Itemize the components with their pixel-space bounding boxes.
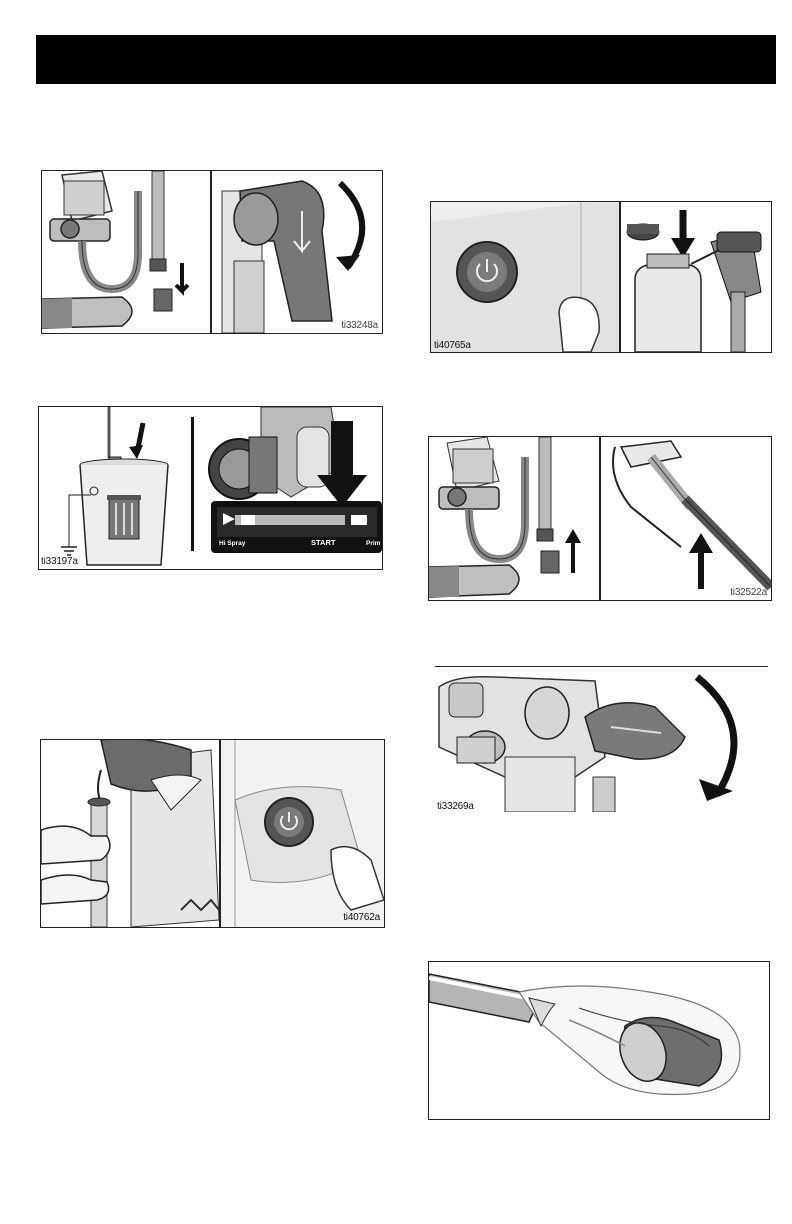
panel-bottle-cap xyxy=(621,202,771,352)
figure-close-prime-valve: ti33269a xyxy=(435,666,768,812)
panel-power-button: ti40762a xyxy=(221,740,384,927)
figure-pump-gun: ti32522a xyxy=(428,436,772,601)
panel-spray-gun: ti32522a xyxy=(601,437,771,600)
panel-pump-drain-cap xyxy=(42,171,210,333)
figure-bagged-nozzle xyxy=(428,961,770,1120)
section-header-bar xyxy=(36,35,776,84)
figure-drain-pump: ti33248a xyxy=(41,170,383,334)
figure-code: ti32522a xyxy=(730,587,767,598)
panel-pump-hose xyxy=(429,437,599,600)
figure-power-bottle: ti40765a xyxy=(430,201,772,353)
figure-code: ti33248a xyxy=(341,320,378,331)
figure-divider xyxy=(191,417,194,551)
hi-spray-label: Hi Spray xyxy=(219,540,246,547)
panel-power-button: ti40765a xyxy=(431,202,619,352)
start-label: START xyxy=(311,538,336,547)
figure-pour-fluid-power: ti40762a xyxy=(40,739,385,928)
panel-pour-fluid xyxy=(41,740,219,927)
figure-code: ti40762a xyxy=(343,912,380,923)
figure-code: ti33269a xyxy=(437,801,474,812)
figure-pail-prime: ti33197a Hi Spray START Prim xyxy=(38,406,383,570)
figure-code: ti33197a xyxy=(41,556,78,567)
panel-grounded-pail: ti33197a xyxy=(39,407,189,569)
panel-prime-switch: Hi Spray START Prim xyxy=(201,407,382,569)
panel-prime-valve-turn: ti33248a xyxy=(212,171,382,333)
prime-label: Prim xyxy=(366,540,381,547)
figure-code: ti40765a xyxy=(434,340,471,351)
